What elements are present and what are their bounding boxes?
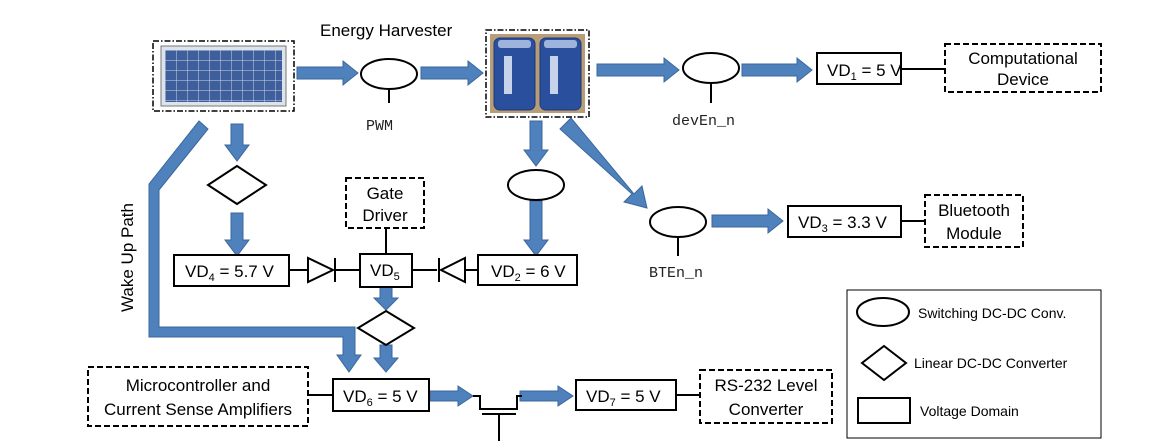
- arrow-bten-to-vd3: [711, 207, 784, 235]
- supercapacitor-icon: [490, 34, 585, 113]
- arrow-diamond-to-vd4: [224, 212, 250, 257]
- load-switch: [473, 395, 522, 441]
- arrow-panel-to-diamond: [224, 123, 250, 162]
- arrow-diamond-to-vd6: [372, 344, 400, 373]
- gate-driver-box: Gate Driver: [345, 177, 425, 229]
- arrow-pwm-to-caps: [420, 59, 484, 87]
- switching-converter-bten: [649, 206, 707, 256]
- svg-text:RS-232 Level: RS-232 Level: [714, 376, 817, 395]
- svg-text:VD6 = 5 V: VD6 = 5 V: [343, 387, 418, 409]
- switching-converter-deven: [682, 52, 740, 103]
- wake-up-path-label: Wake Up Path: [118, 203, 137, 312]
- deven-label: devEn_n: [672, 113, 735, 130]
- svg-text:VD2 = 6 V: VD2 = 6 V: [491, 262, 566, 284]
- arrow-caps-to-deven: [596, 56, 680, 84]
- arrow-deven-to-vd1: [741, 56, 813, 84]
- svg-text:VD4 = 5.7 V: VD4 = 5.7 V: [185, 262, 274, 284]
- energy-harvester-label: Energy Harvester: [320, 21, 453, 40]
- svg-text:Device: Device: [997, 70, 1049, 89]
- wake-up-path: [148, 120, 362, 373]
- svg-text:VD5: VD5: [370, 261, 400, 283]
- vd3-box: VD3 = 3.3 V: [787, 205, 902, 238]
- vd2-box: VD2 = 6 V: [477, 254, 578, 286]
- svg-text:Gate: Gate: [367, 184, 404, 203]
- vd7-box: VD7 = 5 V: [575, 379, 677, 411]
- arrow-vd6-to-switch: [429, 385, 474, 407]
- arrow-caps-to-bten: [559, 117, 648, 209]
- legend-linear-label: Linear DC-DC Converter: [914, 355, 1068, 371]
- solar-panel-frame: [152, 40, 295, 112]
- vd5-box: VD5: [359, 253, 413, 288]
- diode-right: [438, 256, 466, 284]
- computational-device-box: Computational Device: [944, 43, 1102, 93]
- legend-voltage-domain-symbol: [857, 397, 911, 424]
- svg-text:VD3 = 3.3 V: VD3 = 3.3 V: [798, 213, 887, 235]
- legend-switching-label: Switching DC-DC Conv.: [918, 305, 1066, 321]
- linear-converter-top: [206, 164, 268, 206]
- arrow-caps-down: [523, 120, 549, 167]
- solar-panel-icon: [160, 45, 287, 107]
- arrow-panel-to-pwm: [296, 59, 359, 87]
- svg-text:Driver: Driver: [362, 206, 408, 225]
- legend-switching-symbol: [856, 297, 910, 327]
- arrow-vd5-to-diamond: [372, 286, 400, 311]
- flow-arrows: [148, 56, 813, 407]
- arrow-conv-to-vd2: [523, 200, 549, 257]
- microcontroller-box: Microcontroller and Current Sense Amplif…: [87, 366, 309, 427]
- vd1-box: VD1 = 5 V: [816, 52, 902, 85]
- rs232-converter-box: RS-232 Level Converter: [699, 369, 833, 424]
- svg-text:VD1 = 5 V: VD1 = 5 V: [827, 61, 902, 83]
- linear-converter-bottom: [356, 309, 416, 347]
- legend-voltage-domain-label: Voltage Domain: [920, 403, 1019, 419]
- bluetooth-module-box: Bluetooth Module: [924, 194, 1024, 248]
- legend-linear-symbol: [860, 344, 908, 382]
- arrow-switch-to-vd7: [519, 385, 574, 407]
- diode-left: [307, 256, 336, 284]
- vd4-box: VD4 = 5.7 V: [173, 254, 290, 287]
- svg-text:Computational: Computational: [968, 49, 1078, 68]
- legend: Switching DC-DC Conv. Linear DC-DC Conve…: [846, 289, 1102, 439]
- switching-converter-pwm: [360, 58, 418, 103]
- svg-text:Microcontroller and: Microcontroller and: [126, 376, 271, 395]
- svg-text:Current Sense Amplifiers: Current Sense Amplifiers: [104, 400, 292, 419]
- svg-text:VD7 = 5 V: VD7 = 5 V: [586, 387, 661, 409]
- supercapacitor-frame: [485, 29, 590, 118]
- bten-label: BTEn_n: [649, 265, 703, 282]
- svg-text:Converter: Converter: [729, 400, 804, 419]
- pwm-label: PWM: [366, 118, 393, 135]
- switching-converter-middle: [507, 169, 565, 201]
- vd6-box: VD6 = 5 V: [332, 378, 430, 412]
- svg-text:Module: Module: [946, 224, 1002, 243]
- svg-text:Bluetooth: Bluetooth: [938, 201, 1010, 220]
